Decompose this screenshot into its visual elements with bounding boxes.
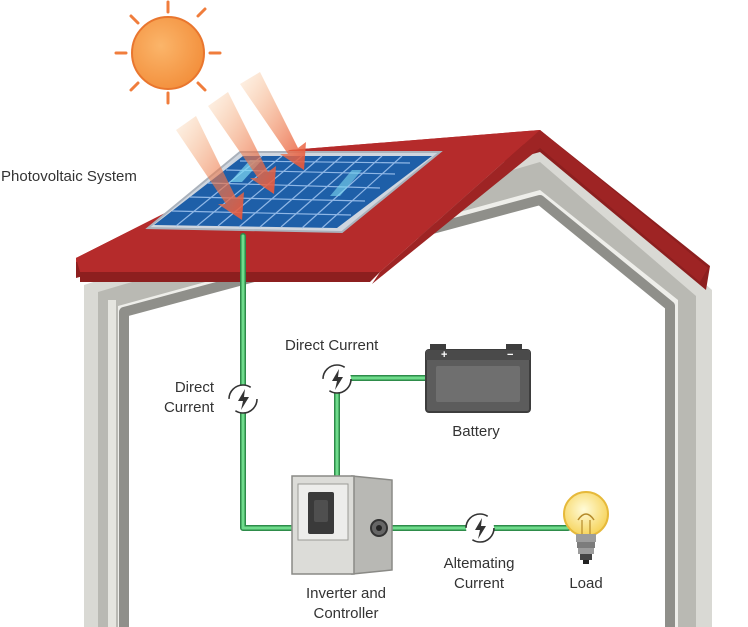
current-symbol-icon <box>228 384 258 414</box>
diagram-title: Photovoltaic System <box>1 168 137 185</box>
sun-ray-arrows <box>176 72 306 220</box>
inverter-label-line2: Controller <box>313 605 379 622</box>
ac-label-line2: Current <box>453 575 505 592</box>
dc-vertical-label-line1: Direct <box>174 379 214 396</box>
battery-label: Battery <box>452 423 500 440</box>
battery-positive-terminal: + <box>441 349 447 361</box>
dc-battery-label: Direct Current <box>285 337 379 354</box>
sun-icon <box>114 0 222 105</box>
light-bulb-icon <box>563 491 609 564</box>
battery-icon: + − <box>425 344 531 413</box>
inverter-label-line1: Inverter and <box>305 585 387 602</box>
current-symbol-icon <box>465 513 495 543</box>
inverter-label: Inverter and Controller <box>280 584 412 624</box>
current-symbol-icon <box>322 364 352 394</box>
ac-label: Altemating Current <box>424 554 534 594</box>
inverter-icon <box>291 475 393 575</box>
battery-negative-terminal: − <box>507 349 513 361</box>
dc-vertical-label: Direct Current <box>140 378 214 418</box>
ac-label-line1: Altemating <box>443 555 515 572</box>
dc-vertical-label-line2: Current <box>163 399 214 416</box>
load-label: Load <box>569 575 603 592</box>
